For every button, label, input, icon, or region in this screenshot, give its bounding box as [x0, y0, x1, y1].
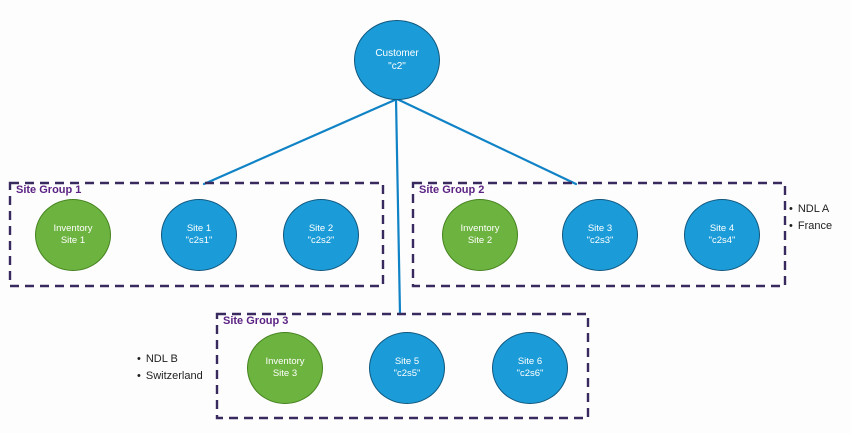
node-line2: "c2s2" — [307, 235, 335, 246]
node-line1: Inventory — [460, 222, 500, 234]
node-line2: "c2s4" — [708, 235, 736, 246]
customer-id: "c2" — [388, 61, 406, 72]
annotation-text: NDL B — [145, 353, 178, 365]
node-line1: Inventory — [53, 222, 93, 234]
inventory-site-2-node: Inventory Site 2 — [442, 199, 518, 271]
node-line2: Site 1 — [60, 235, 86, 246]
site-group-2-label: Site Group 2 — [419, 184, 485, 196]
annotation-text: NDL A — [797, 203, 830, 215]
node-line1: Inventory — [265, 355, 305, 367]
connector-customer-to-group3 — [394, 97, 402, 316]
node-line1: Site 1 — [186, 222, 212, 234]
annotation-item: NDL B — [137, 351, 203, 368]
site-group-1-label: Site Group 1 — [16, 184, 82, 196]
site-6-node: Site 6 "c2s6" — [492, 332, 568, 404]
annotation-item: France — [789, 218, 832, 235]
site-5-node: Site 5 "c2s5" — [369, 332, 445, 404]
annotation-ndl-b: NDL B Switzerland — [137, 351, 203, 385]
site-group-2: Site Group 2 Inventory Site 2 Site 3 "c2… — [413, 183, 785, 286]
node-line2: Site 2 — [467, 235, 493, 246]
annotation-text: Switzerland — [145, 370, 203, 383]
node-line2: "c2s6" — [516, 368, 544, 379]
site-4-node: Site 4 "c2s4" — [684, 199, 760, 271]
node-line1: Site 3 — [587, 222, 613, 234]
inventory-site-1-node: Inventory Site 1 — [35, 199, 111, 271]
site-group-1: Site Group 1 Inventory Site 1 Site 1 "c2… — [10, 183, 383, 286]
customer-node: Customer "c2" — [354, 20, 440, 100]
site-3-node: Site 3 "c2s3" — [562, 199, 638, 271]
annotation-text: France — [797, 220, 833, 233]
site-group-2-border — [411, 181, 787, 288]
annotation-item: Switzerland — [137, 368, 203, 385]
node-line1: Site 5 — [394, 355, 420, 367]
node-line1: Site 4 — [709, 222, 735, 234]
node-line1: Site 6 — [517, 355, 543, 367]
annotation-ndl-a: NDL A France — [789, 201, 832, 235]
node-line2: "c2s3" — [586, 235, 614, 246]
inventory-site-3-node: Inventory Site 3 — [247, 332, 323, 404]
site-2-node: Site 2 "c2s2" — [283, 199, 359, 271]
site-group-3-border — [215, 312, 590, 420]
node-line1: Site 2 — [308, 222, 334, 234]
site-group-1-border — [8, 181, 385, 288]
site-1-node: Site 1 "c2s1" — [161, 199, 237, 271]
node-line2: "c2s1" — [185, 235, 213, 246]
connector-customer-to-group2 — [395, 97, 578, 186]
annotation-item: NDL A — [789, 201, 832, 218]
node-line2: "c2s5" — [393, 368, 421, 379]
site-group-3: Site Group 3 Inventory Site 3 Site 5 "c2… — [217, 314, 588, 418]
site-group-3-label: Site Group 3 — [223, 315, 289, 327]
connector-customer-to-group1 — [202, 97, 399, 186]
customer-name: Customer — [375, 48, 419, 59]
node-line2: Site 3 — [272, 368, 298, 379]
